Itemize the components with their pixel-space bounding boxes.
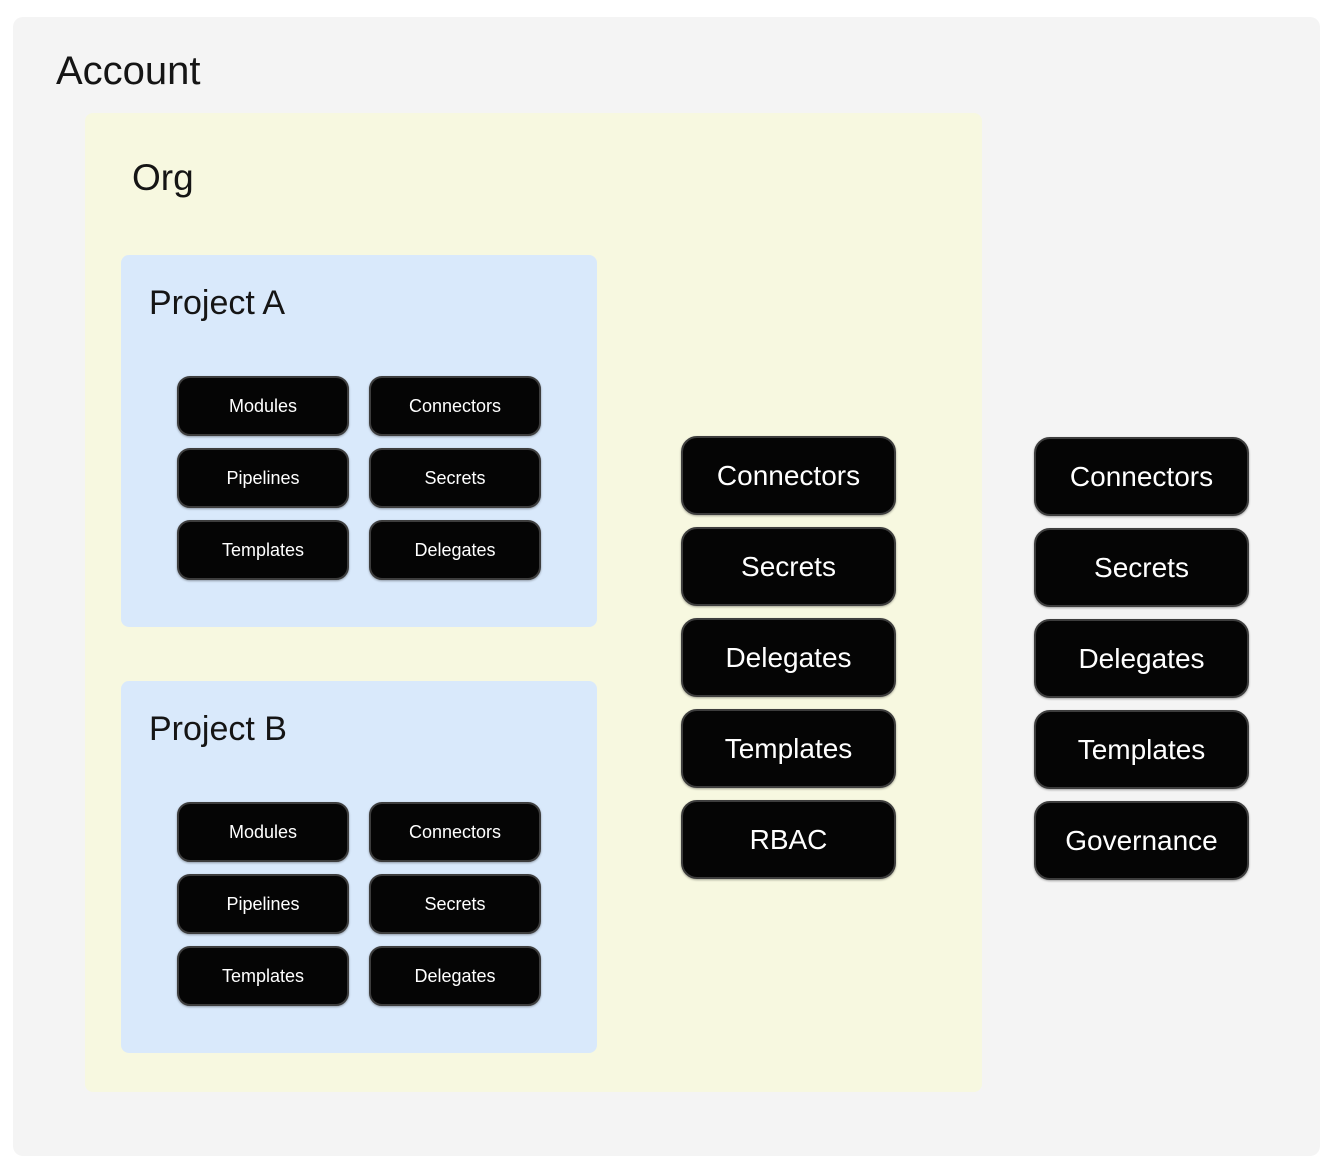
project-b-container: Project B Modules Connectors Pipelines S… [121, 681, 597, 1053]
project-a-container: Project A Modules Connectors Pipelines S… [121, 255, 597, 627]
pill-project-a-secrets: Secrets [369, 448, 541, 508]
pill-account-connectors: Connectors [1034, 437, 1249, 516]
pill-account-governance: Governance [1034, 801, 1249, 880]
project-b-resource-grid: Modules Connectors Pipelines Secrets Tem… [177, 802, 541, 1006]
pill-org-connectors: Connectors [681, 436, 896, 515]
pill-org-secrets: Secrets [681, 527, 896, 606]
pill-project-b-pipelines: Pipelines [177, 874, 349, 934]
org-container: Org Project A Modules Connectors Pipelin… [85, 113, 982, 1092]
pill-project-a-pipelines: Pipelines [177, 448, 349, 508]
org-resource-column: Connectors Secrets Delegates Templates R… [681, 436, 896, 879]
project-a-resource-grid: Modules Connectors Pipelines Secrets Tem… [177, 376, 541, 580]
account-resource-column: Connectors Secrets Delegates Templates G… [1034, 437, 1249, 880]
org-label: Org [132, 157, 194, 198]
pill-project-a-delegates: Delegates [369, 520, 541, 580]
pill-account-templates: Templates [1034, 710, 1249, 789]
account-container: Account Org Project A Modules Connectors… [13, 17, 1320, 1156]
pill-org-rbac: RBAC [681, 800, 896, 879]
pill-account-delegates: Delegates [1034, 619, 1249, 698]
pill-project-a-connectors: Connectors [369, 376, 541, 436]
pill-org-delegates: Delegates [681, 618, 896, 697]
project-a-label: Project A [149, 284, 286, 322]
pill-project-b-secrets: Secrets [369, 874, 541, 934]
pill-project-a-modules: Modules [177, 376, 349, 436]
pill-org-templates: Templates [681, 709, 896, 788]
pill-project-b-modules: Modules [177, 802, 349, 862]
pill-project-b-templates: Templates [177, 946, 349, 1006]
account-label: Account [56, 49, 201, 93]
pill-project-b-delegates: Delegates [369, 946, 541, 1006]
pill-project-a-templates: Templates [177, 520, 349, 580]
pill-project-b-connectors: Connectors [369, 802, 541, 862]
pill-account-secrets: Secrets [1034, 528, 1249, 607]
project-b-label: Project B [149, 710, 287, 748]
